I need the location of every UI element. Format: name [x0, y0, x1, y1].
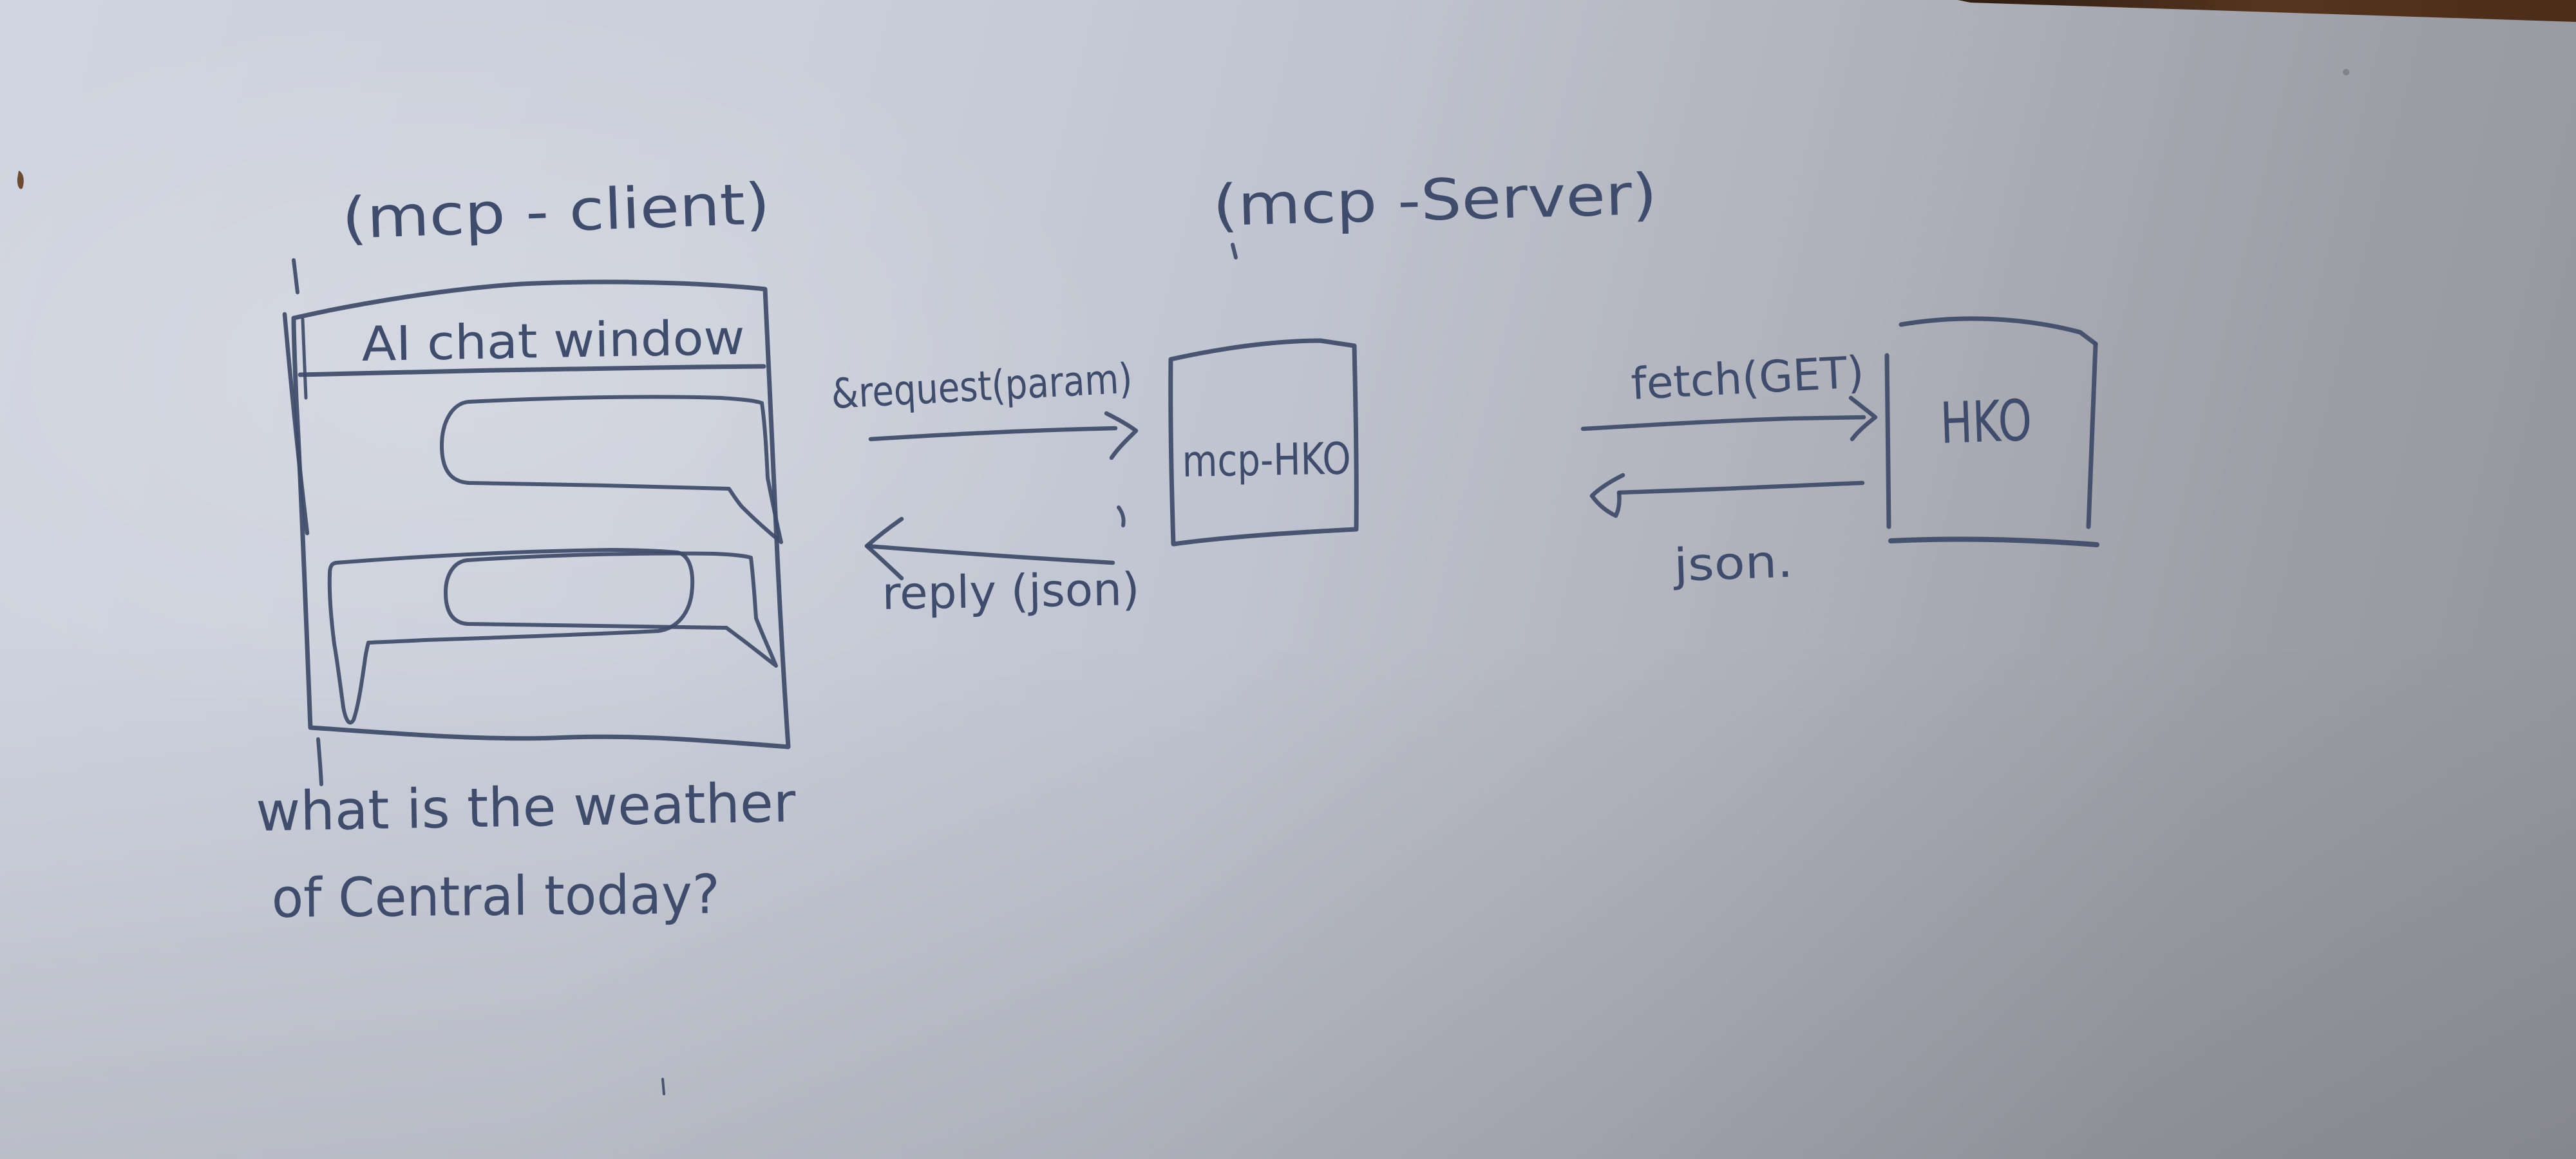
client-annotation-label: (mcp - client) — [341, 171, 771, 252]
json-return-arrow — [1589, 473, 1865, 518]
chat-bubble-left — [327, 548, 695, 725]
fetch-arrow — [1580, 395, 1878, 442]
paper-speck-top-right — [2343, 69, 2349, 75]
title-divider-line — [298, 364, 766, 377]
mcp-server-box — [1168, 338, 1359, 547]
mcp-server-box-label: mcp-HKO — [1182, 433, 1351, 487]
hko-box-label: HKO — [1939, 387, 2033, 457]
fetch-arrow-label: fetch(GET) — [1630, 347, 1866, 410]
request-arrow-label: &request(param) — [830, 355, 1133, 419]
reply-arrow — [864, 505, 1126, 581]
client-window-title: AI chat window — [361, 310, 745, 372]
table-edge-corner — [1958, 0, 2576, 22]
user-question-line2: of Central today? — [271, 863, 720, 930]
ink-stray-stroke-below — [316, 737, 323, 786]
chat-bubble-right-2 — [444, 551, 778, 668]
request-arrow — [868, 411, 1139, 460]
ink-stray-stroke-server — [1231, 243, 1238, 259]
hko-box — [1884, 316, 2099, 547]
paper-smudge-bottom — [661, 1078, 665, 1095]
ink-stray-stroke-left2 — [301, 317, 308, 400]
ink-stray-stroke-left — [282, 312, 310, 536]
server-annotation-label: (mcp -Server) — [1212, 161, 1658, 239]
reply-arrow-label: reply (json) — [882, 563, 1140, 620]
paper-speck-left-edge — [17, 171, 24, 189]
client-window-box — [291, 279, 791, 749]
json-return-label: json. — [1671, 535, 1794, 592]
user-question-line1: what is the weather — [256, 771, 797, 843]
ink-stray-stroke-top — [292, 258, 299, 294]
chat-bubble-right-1 — [440, 395, 783, 544]
